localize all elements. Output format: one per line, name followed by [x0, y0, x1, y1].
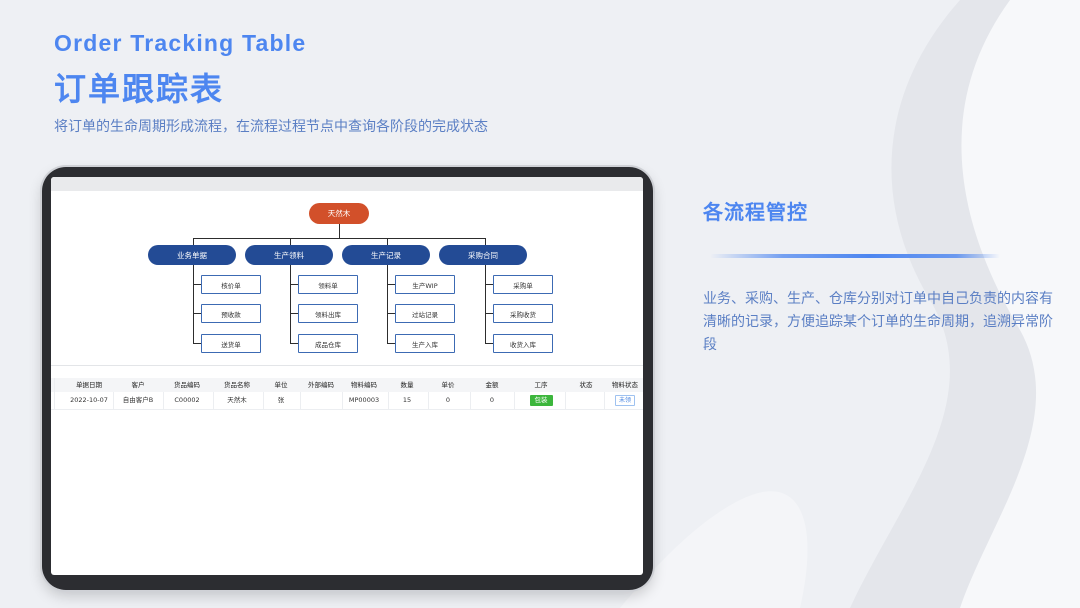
- column-divider: [163, 392, 164, 409]
- connector-line: [387, 265, 388, 343]
- connector-line: [485, 265, 486, 343]
- leaf-node[interactable]: 生产入库: [395, 334, 455, 353]
- column-divider: [54, 378, 55, 392]
- column-header[interactable]: 物料状态: [612, 381, 638, 389]
- column-header[interactable]: 数量: [400, 381, 414, 389]
- cell-status: [566, 392, 606, 409]
- title-underline: [710, 254, 1000, 258]
- cell-unit-price: 0: [445, 396, 451, 404]
- cell-unit: 张: [277, 396, 285, 404]
- category-node[interactable]: 生产记录: [342, 245, 430, 265]
- cell-process: 包装: [516, 392, 566, 409]
- column-divider: [514, 392, 515, 409]
- connector-line: [290, 284, 298, 285]
- page-subtitle: 将订单的生命周期形成流程，在流程过程节点中查询各阶段的完成状态: [54, 119, 488, 135]
- column-divider: [470, 392, 471, 409]
- connector-line: [290, 238, 291, 246]
- connector-line: [485, 284, 493, 285]
- cell-material-code: MP00003: [348, 396, 380, 404]
- leaf-node[interactable]: 采购单: [493, 275, 553, 294]
- cell-external-code: [297, 392, 345, 409]
- column-divider: [342, 392, 343, 409]
- connector-line: [387, 343, 395, 344]
- column-divider: [213, 392, 214, 409]
- cell-quantity: 15: [402, 396, 412, 404]
- leaf-node[interactable]: 领料出库: [298, 304, 358, 323]
- column-header[interactable]: 单价: [441, 381, 455, 389]
- column-divider: [565, 392, 566, 409]
- connector-line: [193, 284, 201, 285]
- page-title: 订单跟踪表: [54, 70, 225, 108]
- column-header[interactable]: 单位: [274, 381, 288, 389]
- column-header[interactable]: 客户: [131, 381, 145, 389]
- leaf-node[interactable]: 预收款: [201, 304, 261, 323]
- connector-line: [193, 238, 194, 246]
- tablet-button: [568, 165, 580, 168]
- cell-material-status: 未领: [603, 392, 643, 409]
- connector-line: [193, 265, 194, 343]
- connector-line: [193, 313, 201, 314]
- cell-product-code: C00002: [174, 396, 200, 404]
- org-root-node[interactable]: 天然木: [309, 203, 369, 224]
- connector-line: [193, 238, 486, 239]
- column-header[interactable]: 金额: [485, 381, 499, 389]
- column-divider: [604, 392, 605, 409]
- process-badge[interactable]: 包装: [529, 395, 553, 406]
- column-header[interactable]: 状态: [579, 381, 593, 389]
- leaf-node[interactable]: 成品仓库: [298, 334, 358, 353]
- column-header[interactable]: 物料编码: [351, 381, 377, 389]
- table-header: 单据日期 客户 货品编码 货品名称 单位 外部编码 物料编码 数量 单价 金额 …: [51, 378, 643, 392]
- connector-line: [290, 265, 291, 343]
- leaf-node[interactable]: 收货入库: [493, 334, 553, 353]
- leaf-node[interactable]: 过站记录: [395, 304, 455, 323]
- column-divider: [428, 392, 429, 409]
- cell-customer: 自由客户B: [122, 396, 154, 404]
- connector-line: [485, 238, 486, 246]
- app-top-bar: [51, 177, 643, 191]
- leaf-node[interactable]: 生产WIP: [395, 275, 455, 294]
- page-title-en: Order Tracking Table: [54, 30, 307, 56]
- column-divider: [388, 392, 389, 409]
- section-description: 业务、采购、生产、仓库分别对订单中自己负责的内容有清晰的记录，方便追踪某个订单的…: [703, 291, 1053, 353]
- leaf-node[interactable]: 送货单: [201, 334, 261, 353]
- connector-line: [290, 313, 298, 314]
- column-header[interactable]: 货品名称: [224, 381, 250, 389]
- connector-line: [387, 313, 395, 314]
- connector-line: [290, 343, 298, 344]
- cell-amount: 0: [489, 396, 495, 404]
- leaf-node[interactable]: 采购收货: [493, 304, 553, 323]
- category-node[interactable]: 业务单据: [148, 245, 236, 265]
- tablet-button: [532, 165, 556, 168]
- connector-line: [485, 343, 493, 344]
- tablet-button: [500, 165, 524, 168]
- tablet-frame: 天然木 业务单据 生产领料 生产记录 采购合同 核价单 预收款 送货单 领料单 …: [42, 167, 653, 590]
- section-title: 各流程管控: [703, 200, 808, 224]
- column-divider: [113, 392, 114, 409]
- table-row[interactable]: 2022-10-07 自由客户B C00002 天然木 张 MP00003 15…: [51, 392, 643, 410]
- connector-line: [193, 343, 201, 344]
- column-header[interactable]: 单据日期: [76, 381, 102, 389]
- column-header[interactable]: 货品编码: [174, 381, 200, 389]
- connector-line: [387, 238, 388, 246]
- connector-line: [387, 284, 395, 285]
- connector-line: [485, 313, 493, 314]
- leaf-node[interactable]: 核价单: [201, 275, 261, 294]
- column-divider: [263, 392, 264, 409]
- column-divider: [300, 392, 301, 409]
- cell-product-name: 天然木: [227, 396, 247, 404]
- cell-date: 2022-10-07: [70, 396, 108, 404]
- section-divider: [51, 365, 643, 366]
- connector-line: [339, 224, 340, 238]
- leaf-node[interactable]: 领料单: [298, 275, 358, 294]
- category-node[interactable]: 采购合同: [439, 245, 527, 265]
- material-status-badge[interactable]: 未领: [614, 395, 635, 406]
- column-header[interactable]: 工序: [534, 381, 548, 389]
- category-node[interactable]: 生产领料: [245, 245, 333, 265]
- tablet-screen: 天然木 业务单据 生产领料 生产记录 采购合同 核价单 预收款 送货单 领料单 …: [51, 177, 643, 575]
- column-header[interactable]: 外部编码: [308, 381, 334, 389]
- column-divider: [54, 392, 55, 409]
